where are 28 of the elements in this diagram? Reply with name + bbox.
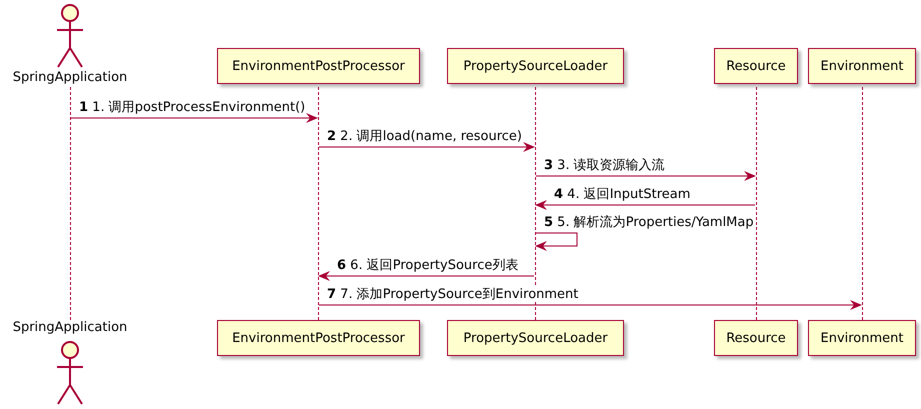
message-label: 6 6. 返回PropertySource列表: [336, 258, 520, 273]
participant-box: EnvironmentPostProcessor: [217, 320, 420, 356]
message-label: 7 7. 添加PropertySource到Environment: [326, 287, 580, 302]
message-arrow: [318, 271, 534, 281]
lifeline: [862, 87, 863, 320]
participant-box: Resource: [714, 320, 798, 356]
lifeline: [70, 87, 71, 320]
message-label: 3 3. 读取资源输入流: [543, 158, 666, 173]
participant-box: EnvironmentPostProcessor: [217, 48, 420, 84]
lifeline: [756, 87, 757, 320]
message-arrow: [318, 142, 535, 152]
message-arrow: [535, 200, 756, 210]
participant-box: Environment: [808, 48, 916, 84]
message-label: 1 1. 调用postProcessEnvironment(): [78, 100, 306, 115]
message-label: 2 2. 调用load(name, resource): [326, 129, 524, 144]
message-label: 4 4. 返回InputStream: [553, 187, 692, 202]
actor-name: SpringApplication: [12, 320, 128, 335]
participant-box: PropertySourceLoader: [447, 48, 624, 84]
participant-box: Environment: [808, 320, 916, 356]
message-label: 5 5. 解析流为Properties/YamlMap: [543, 215, 755, 230]
message-arrow: [70, 113, 318, 123]
participant-box: Resource: [714, 48, 798, 84]
message-arrow: [535, 232, 578, 251]
actor-name: SpringApplication: [12, 70, 128, 85]
lifeline: [318, 87, 319, 320]
participant-box: PropertySourceLoader: [447, 320, 624, 356]
message-arrow: [318, 300, 862, 310]
message-arrow: [536, 171, 756, 181]
